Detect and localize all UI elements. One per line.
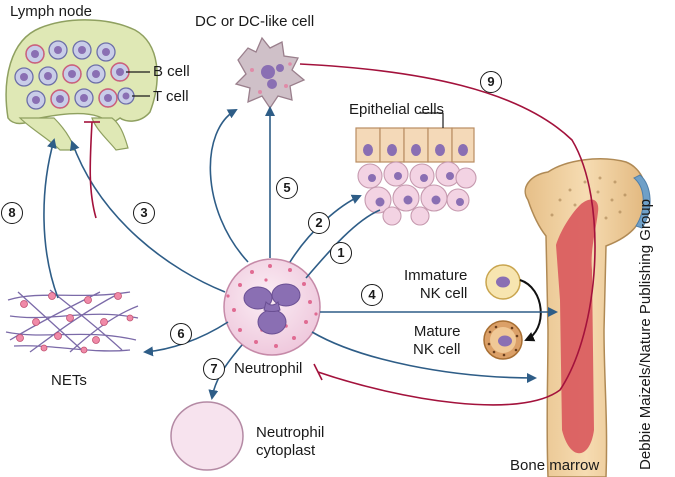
label-cytoplast: Neutrophil cytoplast [256,424,325,459]
nets-granules [16,292,134,354]
arrow-3 [70,140,226,293]
inhibition-lines [84,63,596,406]
pathway-badge-8: 8 [1,202,23,224]
label-mature-nk: Mature NK cell [413,323,461,358]
cytoplast-cell [170,401,244,471]
image-credit: Debbie Maizels/Nature Publishing Group [637,199,654,470]
pathway-badge-9: 9 [480,71,502,93]
label-t-cell: T cell [153,88,189,105]
immature-nk-cell [485,264,521,300]
bone [524,158,651,477]
pathway-badge-7: 7 [203,358,225,380]
label-neutrophil: Neutrophil [234,360,303,377]
pathway-badge-1: 1 [330,242,352,264]
label-b-cell: B cell [153,63,190,80]
label-dc: DC or DC-like cell [195,13,315,30]
label-nets: NETs [51,372,87,389]
label-epithelial: Epithelial cells [349,101,445,118]
arrow-8 [43,138,59,299]
arrow-bone [311,331,537,383]
arrow-5-dc [209,109,249,263]
pathway-badge-2: 2 [308,212,330,234]
bone-trabeculae [550,176,627,220]
label-immature-nk: Immature NK cell [404,267,468,302]
mature-nk-cell [483,320,523,360]
pathway-badge-4: 4 [361,284,383,306]
pathway-badge-3: 3 [133,202,155,224]
pathway-arrows [43,106,558,400]
epithelial-cells [355,112,477,226]
label-lymph-node: Lymph node [10,3,93,20]
label-bone-marrow: Bone marrow [510,457,600,474]
dc-cell [234,36,306,110]
arrow-1 [305,209,381,279]
neutrophil-cell [223,258,321,356]
pathway-badge-5: 5 [276,177,298,199]
lymph-node [5,19,158,151]
pathway-badge-6: 6 [170,323,192,345]
maturation-arrow [519,279,542,342]
